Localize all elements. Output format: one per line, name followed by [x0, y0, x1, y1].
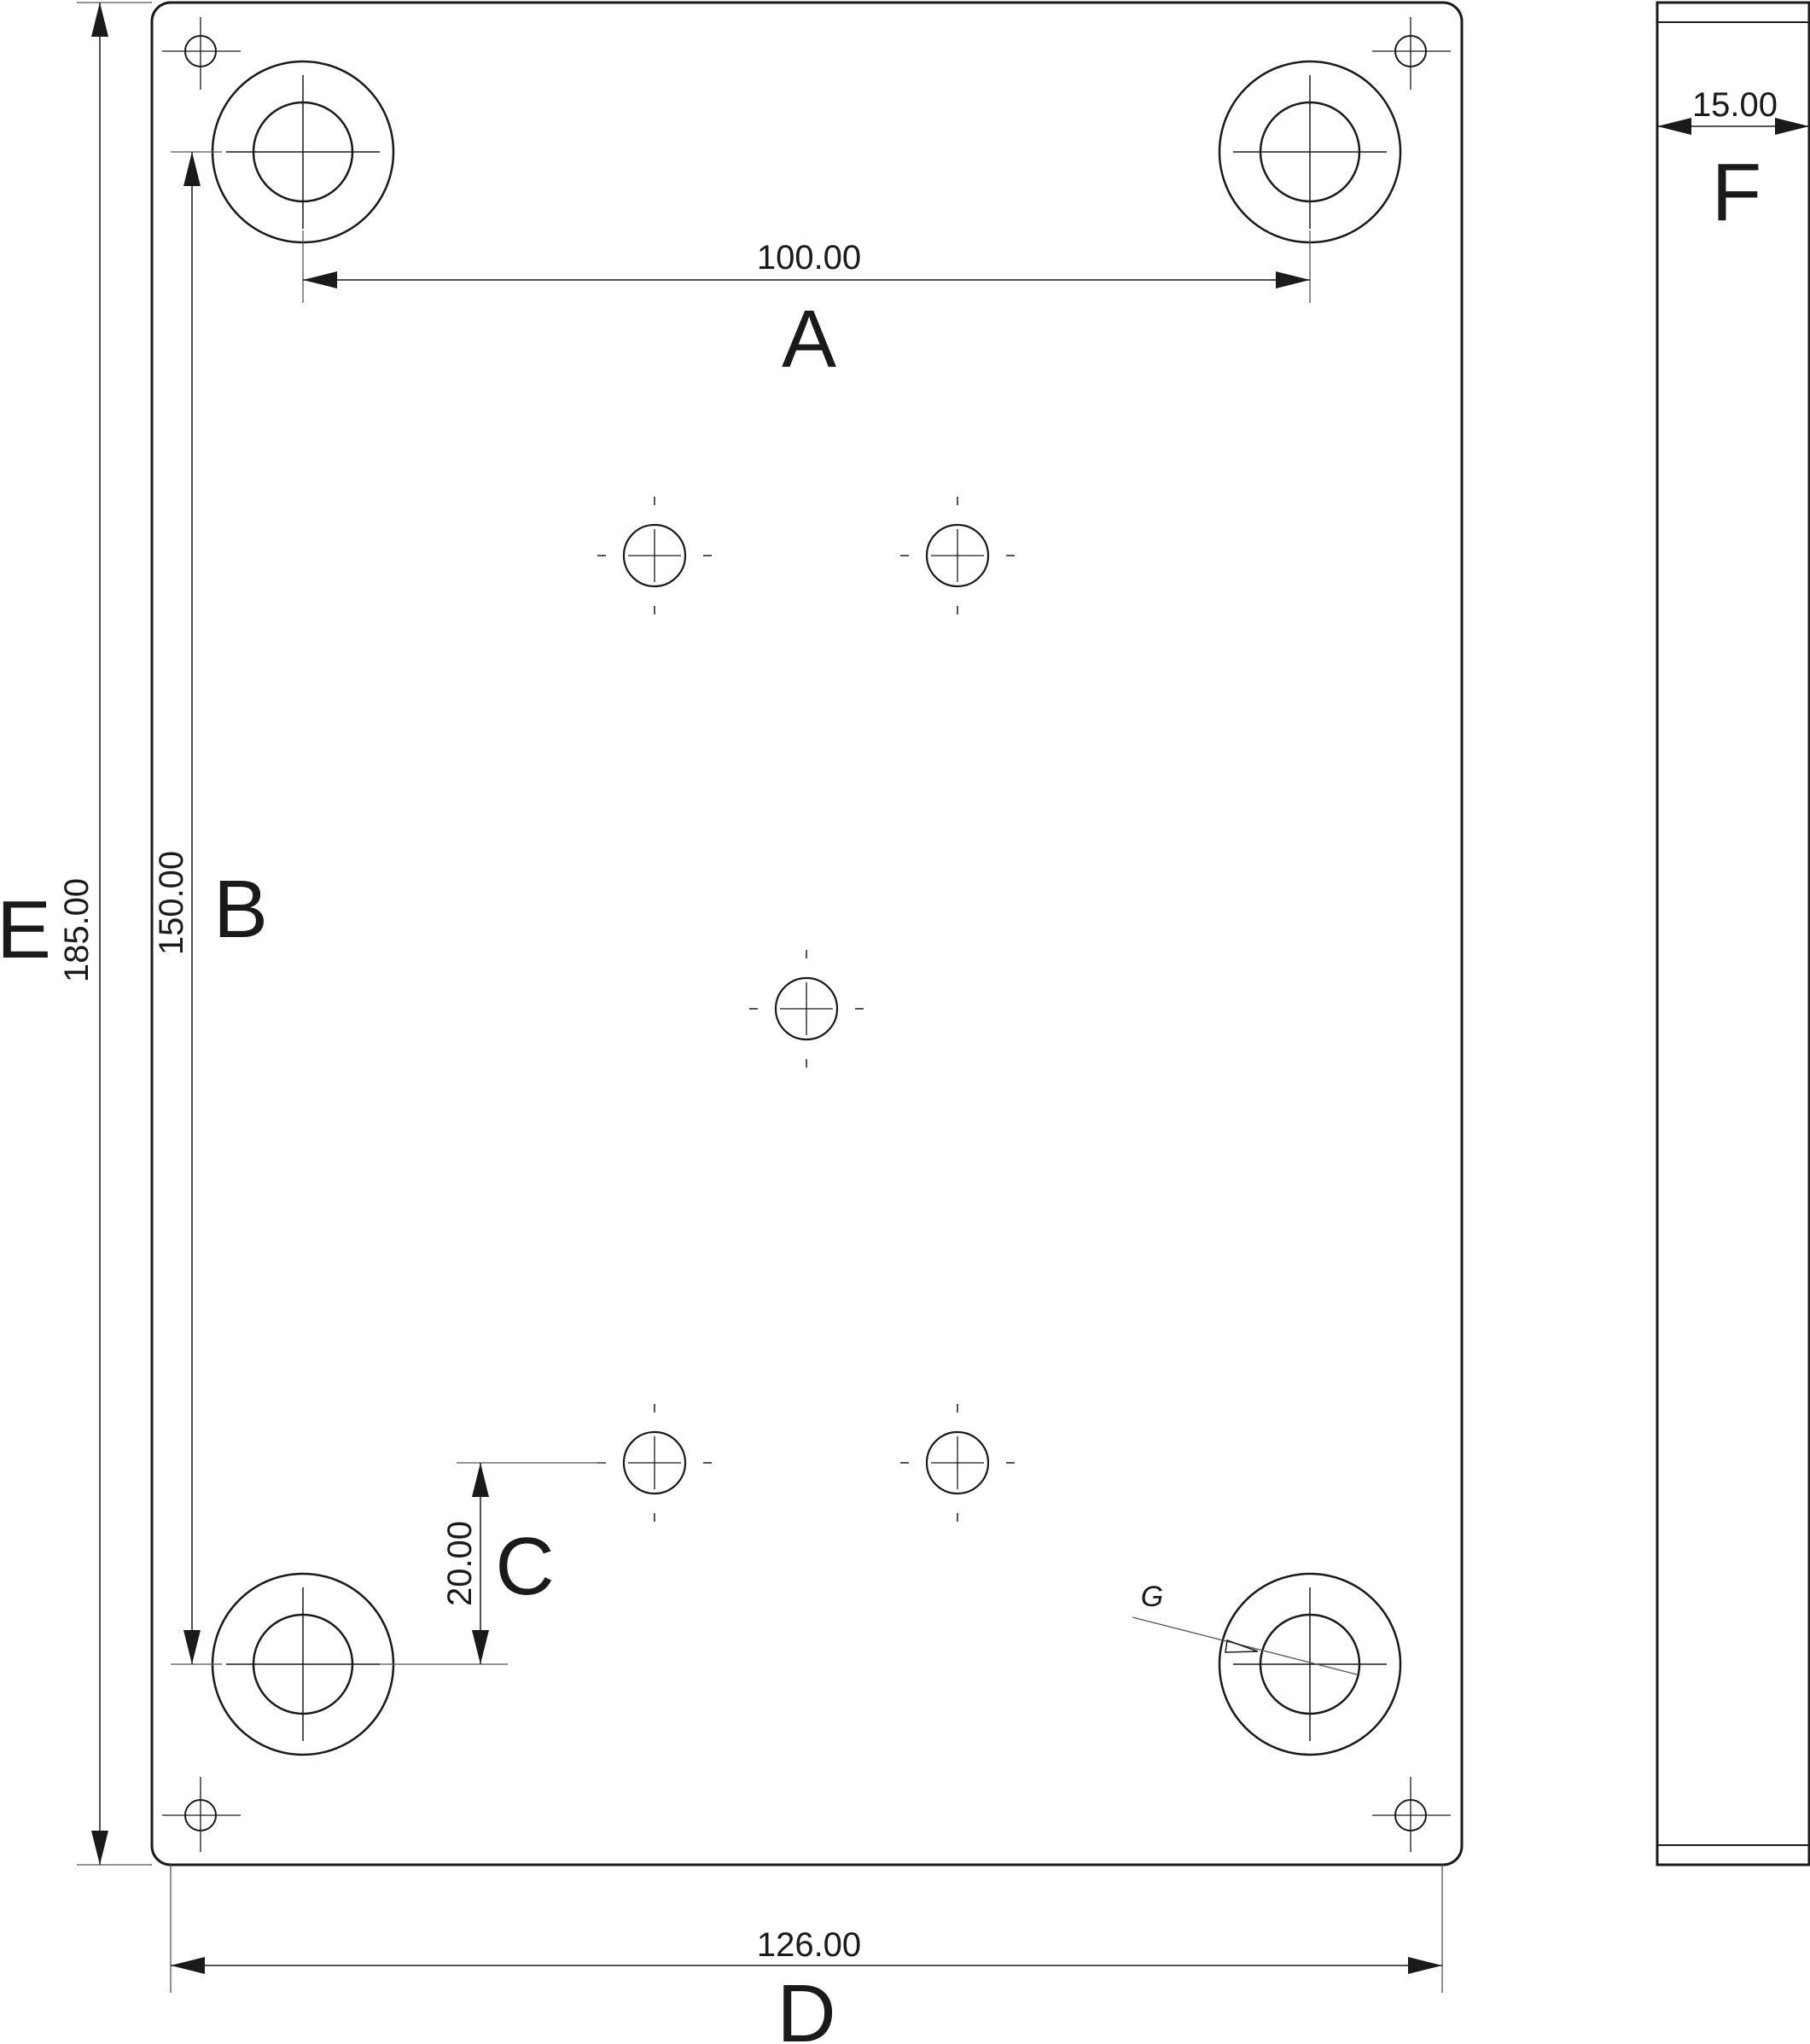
dimension-a-value: 100.00: [757, 239, 861, 277]
dimension-f-value: 15.00: [1692, 86, 1778, 124]
dimension-d: 126.00 D: [170, 1865, 1443, 2044]
dimension-g-label: G: [1141, 1581, 1163, 1613]
dimension-b-value: 150.00: [153, 851, 190, 955]
dimension-e: 185.00 E: [0, 2, 152, 1866]
front-view: [150, 1, 1464, 1866]
hole-upper-left: [597, 497, 712, 614]
dimension-c-value: 20.00: [441, 1521, 479, 1606]
dimension-c: 20.00 C: [380, 1462, 606, 1665]
counterbore-hole-bottom-left: [211, 1572, 395, 1756]
dimension-b-label: B: [213, 864, 268, 955]
hole-lower-left: [597, 1404, 712, 1522]
dimension-d-label: D: [777, 1968, 835, 2044]
small-hole-top-right: [1372, 17, 1451, 90]
small-hole-bottom-left: [162, 1777, 241, 1852]
dimension-f-label: F: [1712, 147, 1762, 238]
plate-outline: [150, 1, 1464, 1866]
side-view: 15.00 F: [1656, 1, 1810, 1866]
counterbore-hole-bottom-right: [1218, 1572, 1402, 1756]
dimension-e-label: E: [0, 884, 51, 975]
counterbore-hole-top-right: [1218, 60, 1402, 244]
dimension-e-value: 185.00: [58, 878, 96, 982]
dimension-b: 150.00 B: [153, 151, 268, 1665]
dimension-c-label: C: [495, 1521, 554, 1612]
counterbore-hole-top-left: [211, 60, 395, 244]
side-view-outline: [1656, 1, 1810, 1866]
small-hole-top-left: [162, 17, 241, 90]
dimension-a-label: A: [782, 294, 836, 385]
hole-upper-right: [900, 497, 1015, 614]
hole-center: [749, 950, 864, 1068]
dimension-a: 100.00 A: [302, 230, 1311, 385]
dimension-g: G: [1132, 1581, 1358, 1675]
hole-lower-right: [900, 1404, 1015, 1522]
dimension-d-value: 126.00: [757, 1926, 861, 1964]
small-hole-bottom-right: [1372, 1777, 1451, 1852]
